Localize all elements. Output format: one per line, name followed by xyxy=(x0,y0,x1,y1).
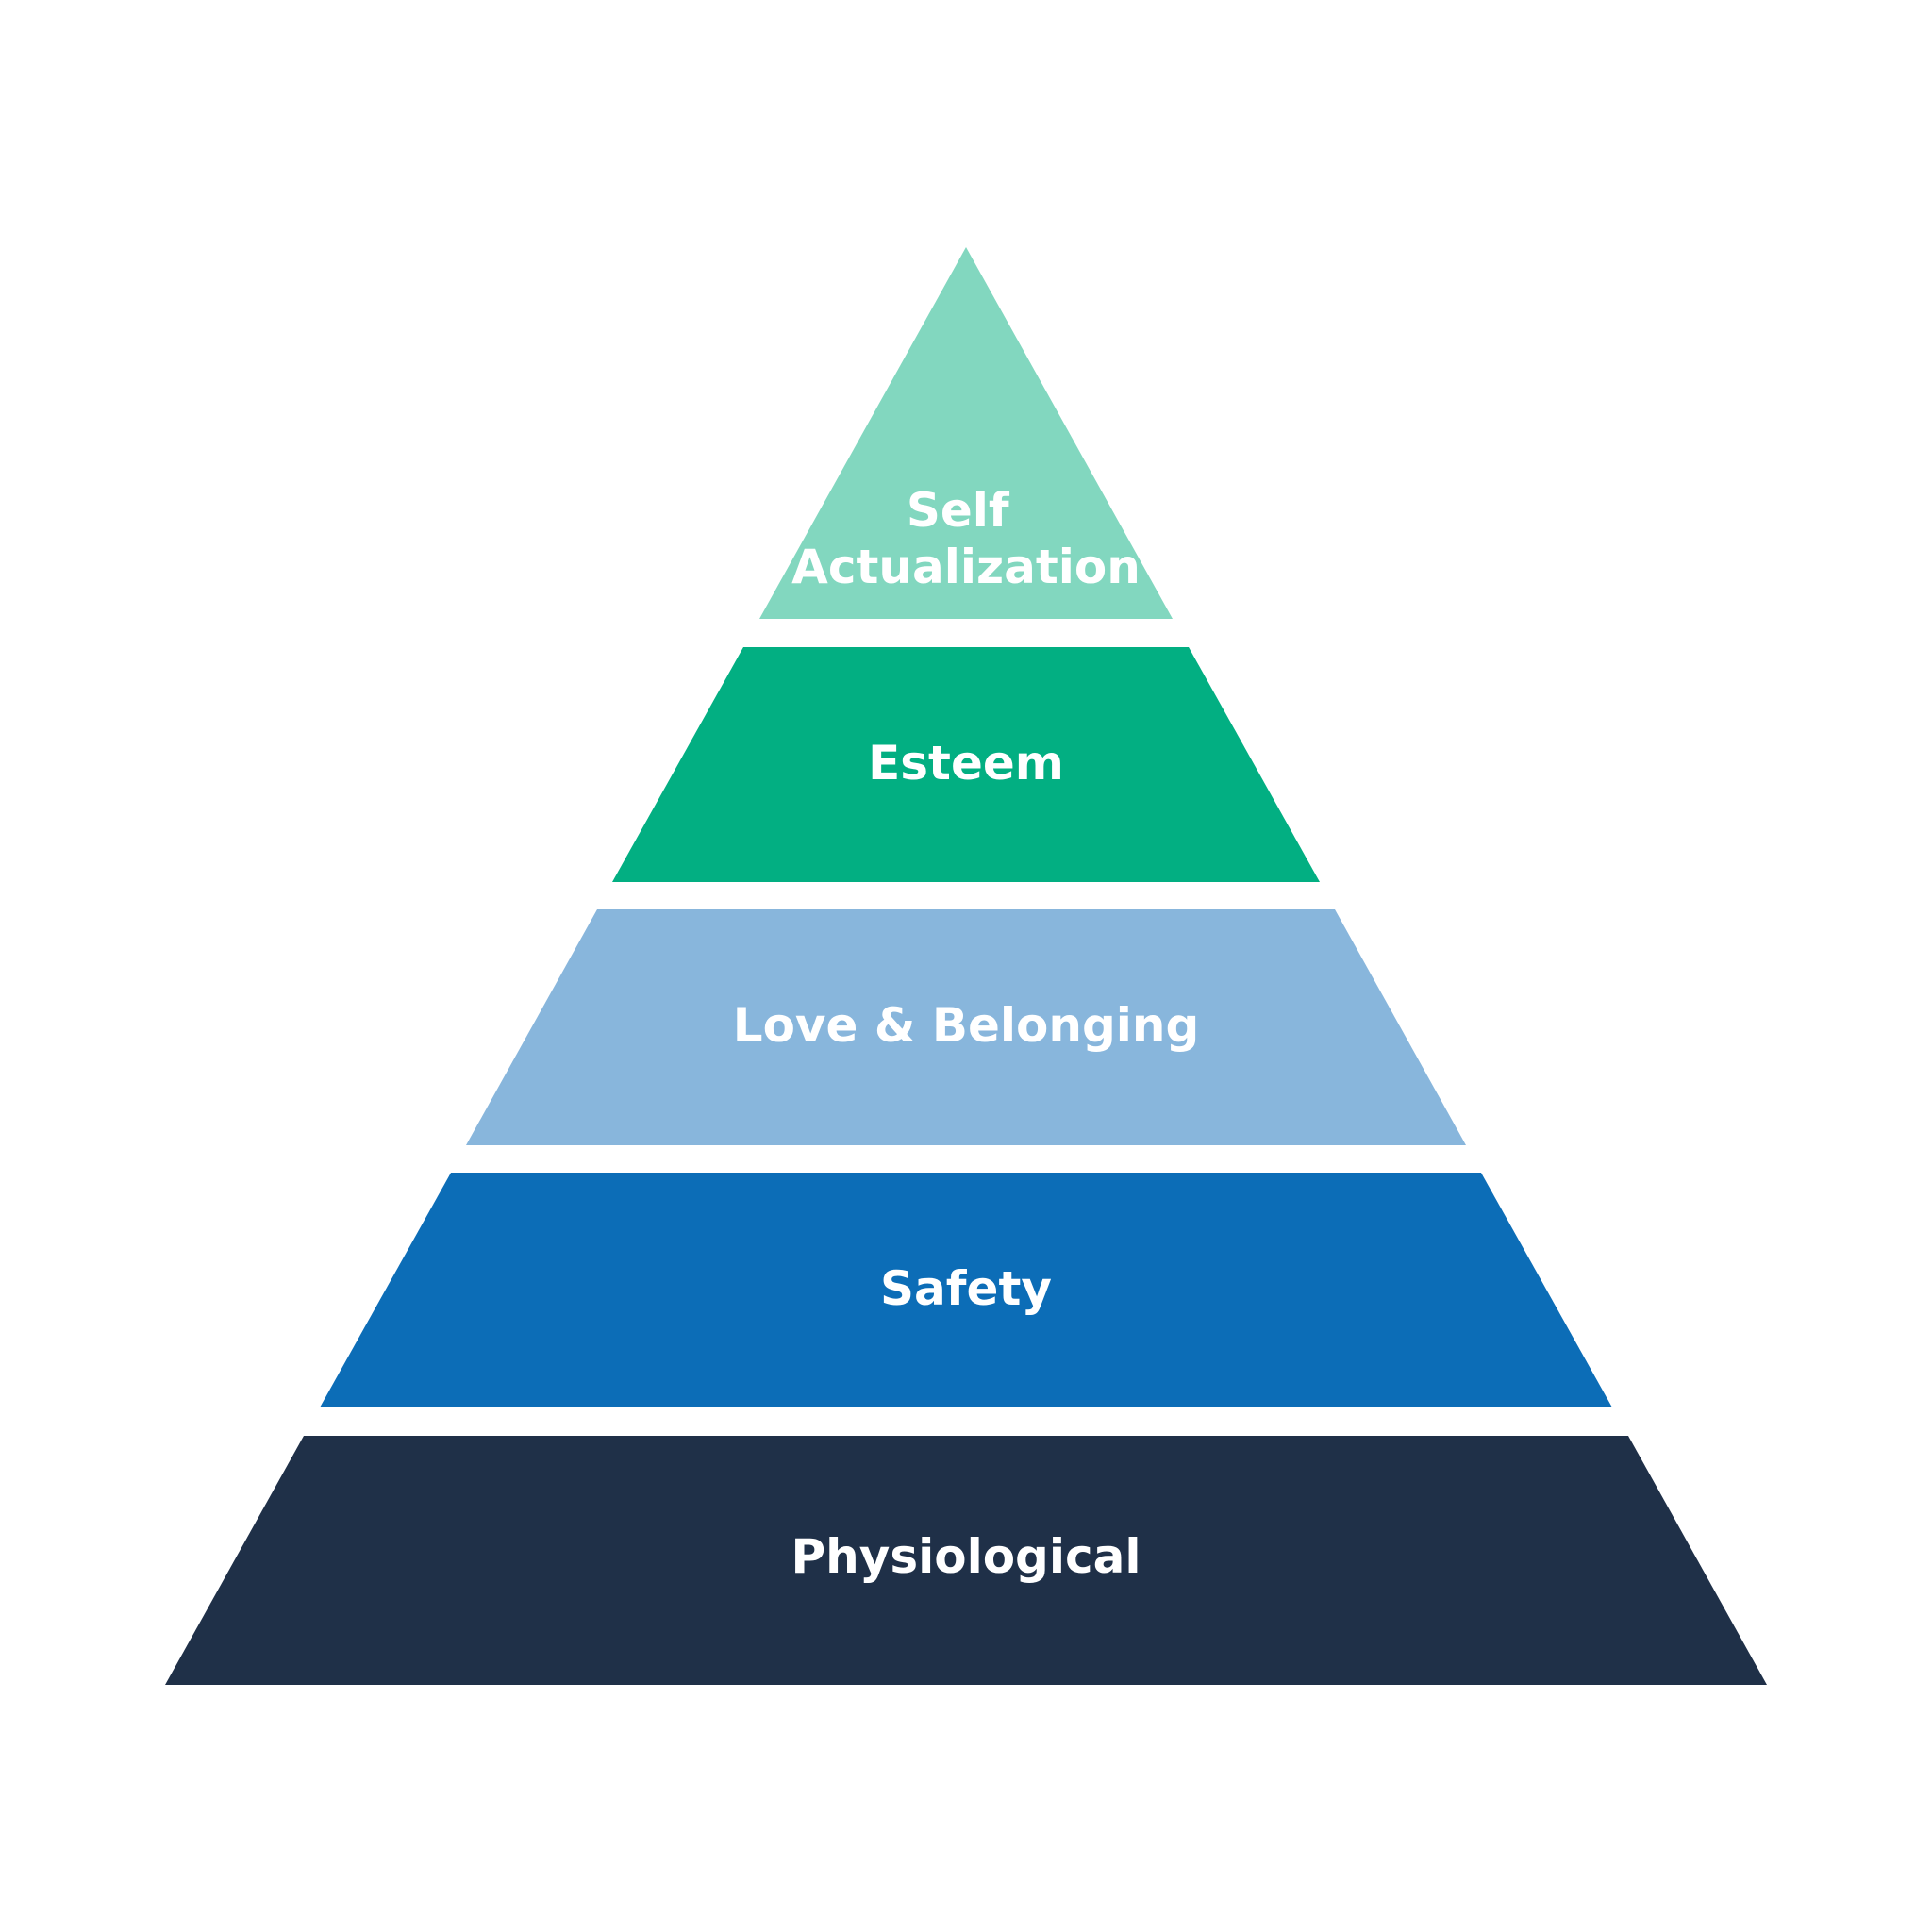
level-esteem-label: Esteem xyxy=(868,736,1064,791)
level-self-actualization-label: Self Actualization xyxy=(791,483,1141,594)
level-safety: Safety xyxy=(320,1173,1612,1407)
level-self-actualization-shape xyxy=(759,247,1173,619)
level-self-actualization-label-line-1: Self xyxy=(907,483,1010,538)
level-love-belonging-label: Love & Belonging xyxy=(733,998,1200,1053)
level-physiological-label: Physiological xyxy=(791,1529,1141,1584)
level-safety-shape xyxy=(320,1173,1612,1407)
level-esteem: Esteem xyxy=(612,647,1320,882)
level-esteem-shape xyxy=(612,647,1320,882)
level-love-belonging-shape xyxy=(466,909,1466,1145)
level-physiological: Physiological xyxy=(165,1436,1767,1685)
level-self-actualization: Self Actualization xyxy=(759,247,1173,619)
level-self-actualization-label-line-2: Actualization xyxy=(791,540,1141,594)
level-safety-label: Safety xyxy=(880,1261,1052,1316)
level-physiological-shape xyxy=(165,1436,1767,1685)
level-love-belonging: Love & Belonging xyxy=(466,909,1466,1145)
